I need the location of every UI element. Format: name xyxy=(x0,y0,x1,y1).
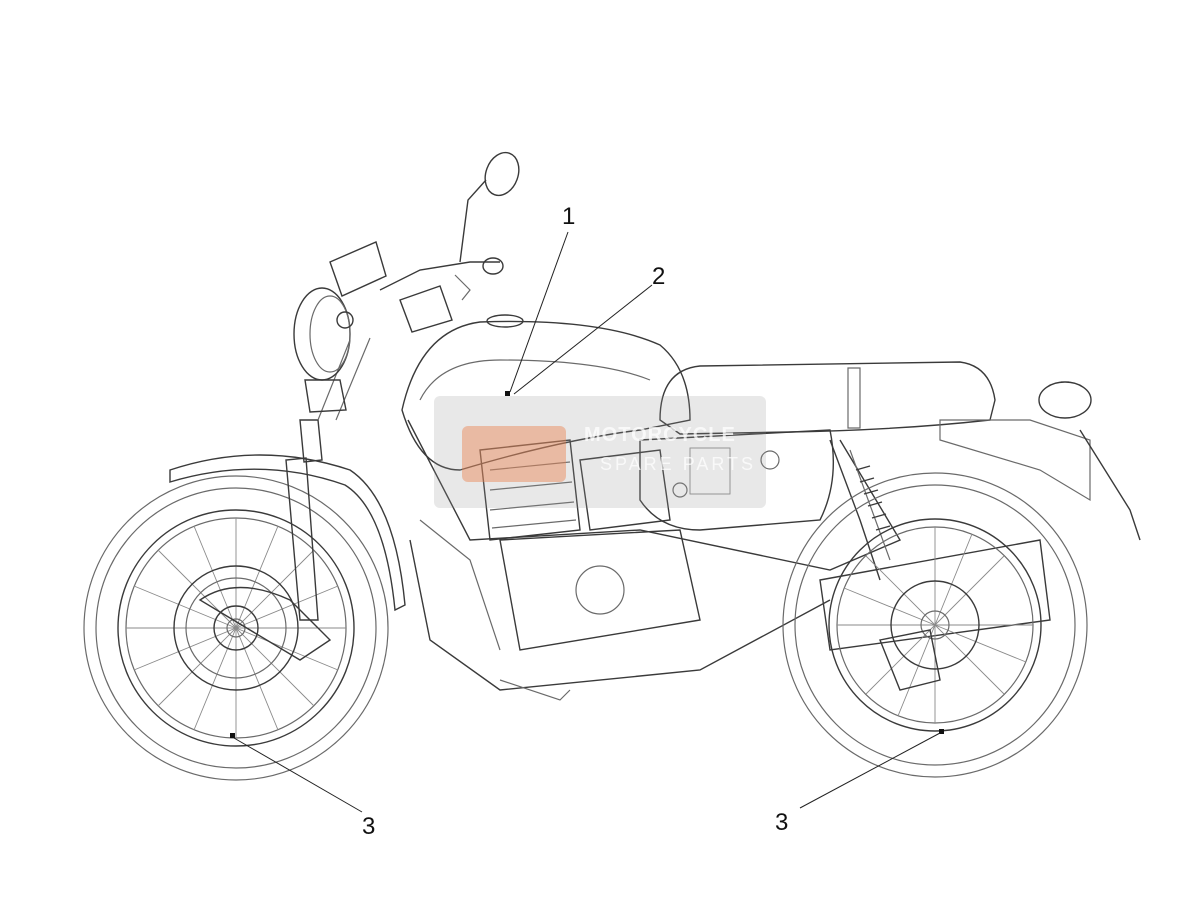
frame xyxy=(407,419,902,651)
front-spokes xyxy=(126,518,346,738)
front-wheel xyxy=(83,475,389,781)
fuel-tank xyxy=(401,314,691,471)
side-panel xyxy=(639,429,834,531)
callout-3-rear: 3 xyxy=(775,809,788,836)
rear-brake-disc xyxy=(890,580,980,670)
watermark-logo-icon xyxy=(462,426,566,482)
front-tyre-decal-mark xyxy=(230,733,235,738)
watermark-line1: MOTORCYCLE xyxy=(584,424,736,446)
tank-decal-mark xyxy=(505,391,510,396)
rear-spokes xyxy=(837,527,1033,723)
headlight xyxy=(293,287,351,381)
seat xyxy=(659,361,996,435)
instrument-cluster xyxy=(329,241,387,329)
exhaust xyxy=(409,539,1051,701)
callout-2: 2 xyxy=(652,263,665,290)
leader-lines xyxy=(233,231,941,813)
rear-tyre-decal-mark xyxy=(939,729,944,734)
handlebar xyxy=(379,257,504,333)
watermark-line2: SPARE PARTS xyxy=(600,454,757,474)
front-brake-disc xyxy=(173,565,299,691)
rear-shock xyxy=(849,449,891,561)
callout-3-front: 3 xyxy=(362,813,375,840)
front-fork xyxy=(198,337,371,661)
callout-1: 1 xyxy=(562,203,575,230)
rear-indicator xyxy=(1038,381,1092,419)
watermark: MOTORCYCLE SPARE PARTS xyxy=(434,396,766,508)
engine xyxy=(479,439,701,651)
fuel-cap xyxy=(486,314,524,328)
mirror xyxy=(459,151,520,263)
rear-tail xyxy=(939,381,1141,541)
rear-wheel xyxy=(782,472,1088,778)
front-fender xyxy=(169,454,406,612)
